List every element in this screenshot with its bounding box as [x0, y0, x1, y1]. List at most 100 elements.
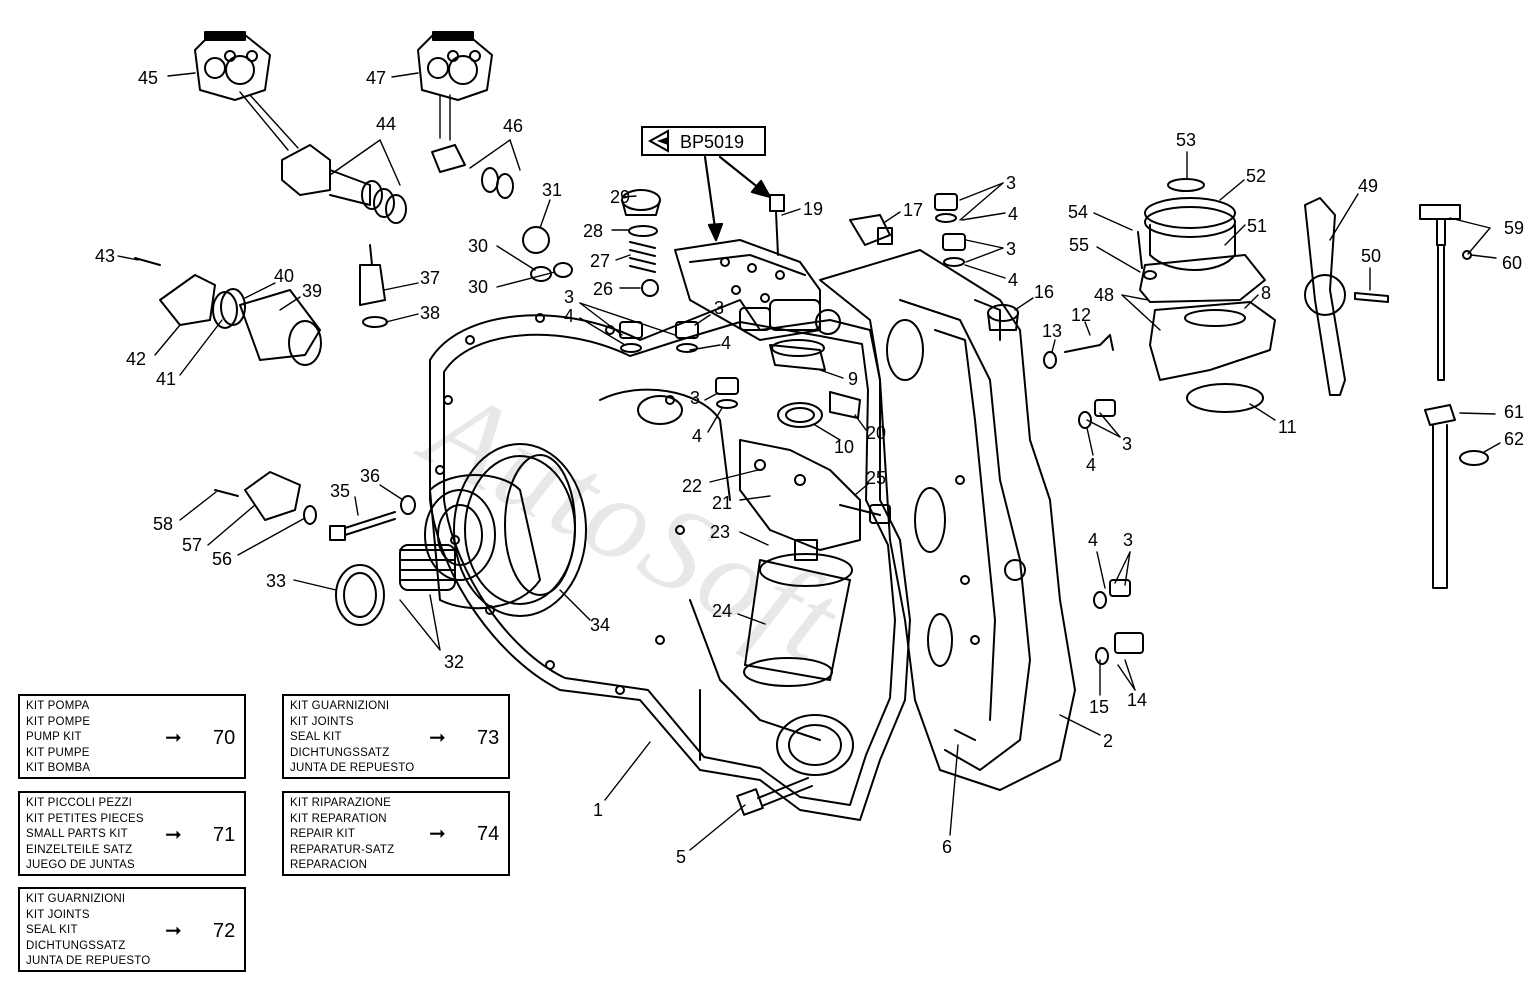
- callout-41: 41: [156, 369, 176, 389]
- callout-1: 1: [593, 800, 603, 820]
- kit-line: REPAIR KIT: [290, 828, 356, 841]
- kit-line: SMALL PARTS KIT: [26, 828, 128, 841]
- kit-line: KIT JOINTS: [290, 715, 354, 728]
- callout-12: 12: [1071, 305, 1091, 325]
- callout-17: 17: [903, 200, 923, 220]
- callout-34: 34: [590, 615, 610, 635]
- kit-ref-number[interactable]: 72: [213, 920, 236, 942]
- kit-line: KIT POMPA: [26, 700, 90, 712]
- callout-28: 28: [583, 221, 603, 241]
- kit-line: REPARACION: [290, 859, 368, 872]
- callout-13: 13: [1042, 321, 1062, 341]
- callout-59: 59: [1504, 218, 1524, 238]
- callout-53: 53: [1176, 130, 1196, 150]
- control-valve-block: [674, 239, 841, 341]
- callout-4-d: 4: [721, 333, 731, 353]
- kit-box-small-parts: KIT PICCOLI PEZZI KIT PETITES PIECES SMA…: [18, 791, 246, 876]
- callout-47: 47: [366, 68, 386, 88]
- housing-plugs: [619, 193, 1144, 665]
- callout-51: 51: [1247, 216, 1267, 236]
- callout-9: 9: [848, 369, 858, 389]
- dipstick: [1419, 204, 1489, 589]
- kit-box-seal-72-lines: KIT GUARNIZIONI KIT JOINTS SEAL KIT DICH…: [26, 892, 150, 970]
- kit-line: REPARATUR-SATZ: [290, 843, 395, 856]
- callout-39: 39: [302, 281, 322, 301]
- callout-50: 50: [1361, 246, 1381, 266]
- callout-49: 49: [1358, 176, 1378, 196]
- arrow-right-icon: ➞: [429, 823, 446, 845]
- pump-assembly: [335, 443, 587, 626]
- callout-3-b: 3: [1006, 239, 1016, 259]
- kit-line: KIT GUARNIZIONI: [290, 700, 390, 712]
- callout-4-c: 4: [564, 306, 574, 326]
- kit-line: KIT JOINTS: [26, 908, 90, 921]
- relief-valve: [530, 189, 661, 297]
- callout-61: 61: [1504, 402, 1524, 422]
- callout-48: 48: [1094, 285, 1114, 305]
- kit-box-repair-lines: KIT RIPARAZIONE KIT REPARATION REPAIR KI…: [290, 796, 394, 874]
- kit-box-repair: KIT RIPARAZIONE KIT REPARATION REPAIR KI…: [282, 791, 510, 876]
- callout-11: 11: [1278, 417, 1297, 437]
- kit-box-small-parts-lines: KIT PICCOLI PEZZI KIT PETITES PIECES SMA…: [26, 796, 144, 874]
- kit-box-pump-lines: KIT POMPA KIT POMPE PUMP KIT KIT PUMPE K…: [26, 699, 90, 777]
- arrow-right-icon: ➞: [429, 727, 446, 749]
- callout-21: 21: [712, 493, 732, 513]
- callout-27: 27: [590, 251, 610, 271]
- sensor-17: [769, 194, 893, 256]
- kit-ref-number[interactable]: 74: [477, 823, 500, 845]
- callout-30-upper: 30: [468, 236, 488, 256]
- solenoid-44: [281, 144, 407, 224]
- kit-line: KIT PETITES PIECES: [26, 812, 144, 825]
- callout-numbers: 45 47 44 46 31 29 28 27 26 30 30 19 17 3…: [95, 68, 1524, 867]
- kit-line: JUNTA DE REPUESTO: [26, 955, 151, 968]
- callout-15: 15: [1089, 697, 1109, 717]
- reference-tag-label: BP5019: [680, 132, 744, 152]
- cover-plate-57: [214, 471, 317, 525]
- leader-lines: [117, 72, 1501, 851]
- callout-36: 36: [360, 466, 380, 486]
- arrow-right-icon: ➞: [165, 824, 182, 846]
- callout-4-e: 4: [692, 426, 702, 446]
- callout-46: 46: [503, 116, 523, 136]
- kit-box-seal-73: KIT GUARNIZIONI KIT JOINTS SEAL KIT DICH…: [282, 694, 510, 779]
- callout-43: 43: [95, 246, 115, 266]
- arrow-right-icon: ➞: [165, 920, 182, 942]
- callout-20: 20: [866, 423, 886, 443]
- callout-56: 56: [212, 549, 232, 569]
- callout-55: 55: [1069, 235, 1089, 255]
- kit-line: KIT BOMBA: [26, 762, 91, 775]
- kit-ref-number[interactable]: 73: [477, 727, 500, 749]
- callout-6: 6: [942, 837, 952, 857]
- callout-2: 2: [1103, 731, 1113, 751]
- selector-lever: [1304, 197, 1389, 396]
- callout-31: 31: [542, 180, 562, 200]
- pressure-sender: [359, 244, 388, 328]
- callout-25: 25: [866, 468, 886, 488]
- kit-box-pump: KIT POMPA KIT POMPE PUMP KIT KIT PUMPE K…: [18, 694, 246, 779]
- callout-4-f: 4: [1086, 455, 1096, 475]
- arrow-right-icon: ➞: [165, 727, 182, 749]
- callout-24: 24: [712, 601, 732, 621]
- reference-tag: BP5019: [641, 126, 766, 156]
- callout-44: 44: [376, 114, 396, 134]
- kit-line: KIT RIPARAZIONE: [290, 797, 391, 809]
- callout-19: 19: [803, 199, 823, 219]
- kit-ref-number[interactable]: 71: [213, 824, 236, 846]
- kit-line: KIT PUMPE: [26, 746, 90, 759]
- kit-line: KIT GUARNIZIONI: [26, 893, 126, 905]
- kit-ref-number[interactable]: 70: [213, 727, 236, 749]
- bolt-5: [736, 729, 976, 816]
- callout-60: 60: [1502, 253, 1522, 273]
- kit-line: SEAL KIT: [290, 731, 342, 744]
- callout-57: 57: [182, 535, 202, 555]
- kit-line: PUMP KIT: [26, 731, 82, 744]
- solenoid-46: [431, 144, 550, 254]
- pto-cover-assembly: [1137, 178, 1276, 413]
- callout-4-a: 4: [1008, 204, 1018, 224]
- callout-26: 26: [593, 279, 613, 299]
- callout-40: 40: [274, 266, 294, 286]
- callout-3-a: 3: [1006, 173, 1016, 193]
- callout-54: 54: [1068, 202, 1088, 222]
- callout-45: 45: [138, 68, 158, 88]
- callout-38: 38: [420, 303, 440, 323]
